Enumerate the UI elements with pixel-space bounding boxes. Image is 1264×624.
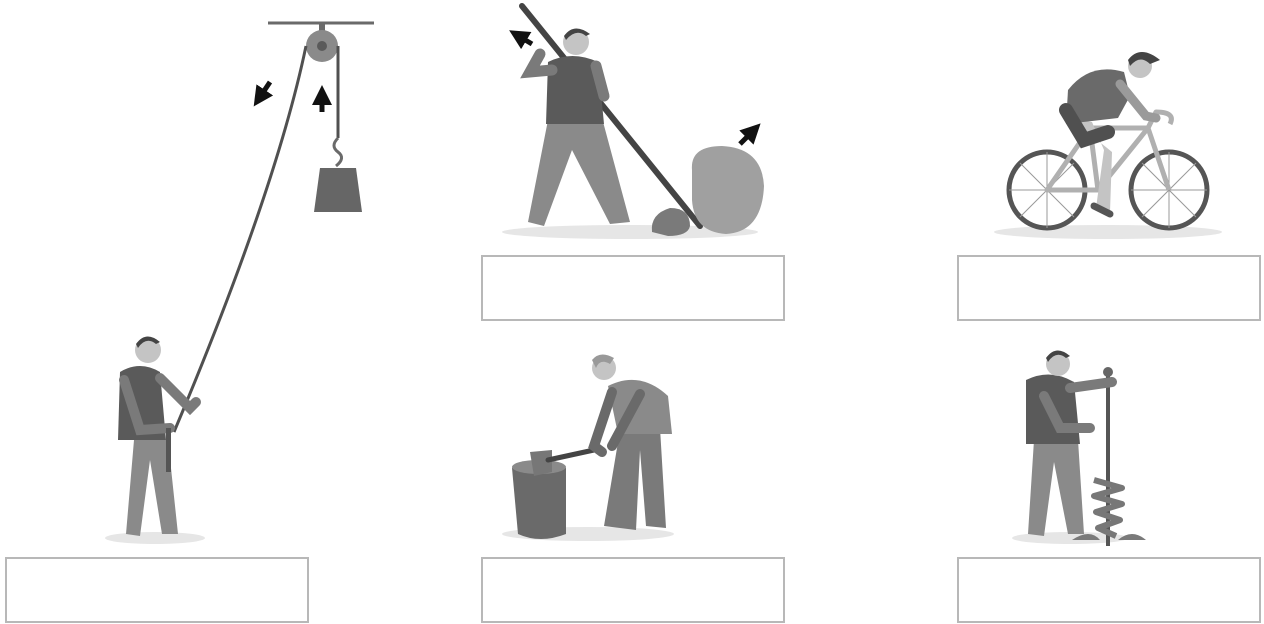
man-pulling-rope: [118, 336, 196, 536]
auger-handle-top: [1103, 367, 1113, 377]
load-weight-icon: [314, 168, 362, 212]
pulley-illustration: [105, 23, 374, 544]
answer-box-bicycle[interactable]: [957, 255, 1261, 321]
axe-handle: [548, 450, 594, 460]
fulcrum-stone: [652, 208, 690, 236]
answer-box-screw[interactable]: [957, 557, 1261, 623]
bicycle-shadow: [994, 225, 1222, 239]
pulley-axle: [317, 41, 327, 51]
answer-box-wedge[interactable]: [481, 557, 785, 623]
boulder-icon: [692, 146, 764, 234]
lever-illustration: [502, 6, 764, 239]
arrow-up-right-icon: [740, 134, 750, 144]
screw-illustration: [1012, 350, 1146, 546]
bicycle-illustration: [994, 52, 1222, 239]
man-pushing-lever: [528, 28, 630, 226]
man-chopping-wood: [592, 354, 672, 530]
answer-box-lever[interactable]: [481, 255, 785, 321]
load-hook: [334, 138, 342, 166]
wedge-illustration: [502, 354, 674, 541]
pulley-man-shadow: [105, 532, 205, 544]
arrow-down-left-icon: [262, 82, 270, 94]
arrow-up-left-icon: [522, 38, 532, 44]
pulley-rope-pull-side: [174, 46, 306, 432]
answer-box-pulley[interactable]: [5, 557, 309, 623]
